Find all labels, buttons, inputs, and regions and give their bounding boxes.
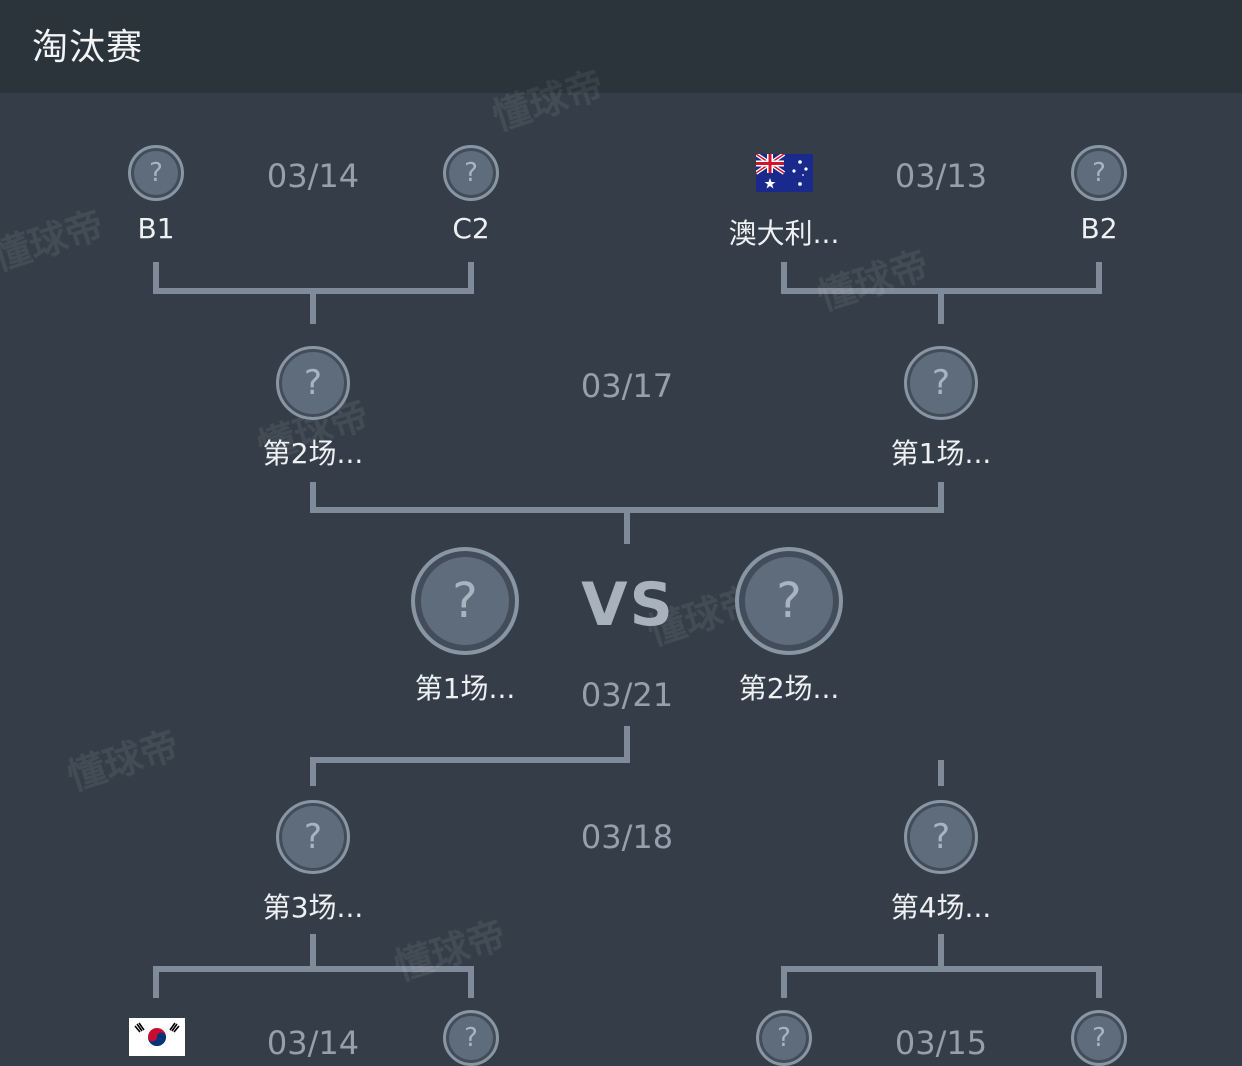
australia-flag-icon[interactable] — [756, 154, 813, 192]
match-date: 03/18 — [580, 818, 674, 856]
final-home-label[interactable]: 第1场... — [414, 672, 516, 705]
unknown-team-icon: ? — [303, 363, 323, 403]
semifinal-top-home-avatar[interactable]: ? — [276, 346, 350, 420]
unknown-team-icon: ? — [931, 817, 951, 857]
unknown-team-icon: ? — [776, 573, 802, 629]
team-b2-avatar[interactable]: ? — [1071, 145, 1127, 201]
vs-label: VS — [581, 570, 675, 640]
unknown-team-icon: ? — [464, 158, 478, 188]
semifinal-bottom-home-label[interactable]: 第3场... — [262, 891, 364, 924]
south-korea-flag-icon[interactable] — [129, 1018, 185, 1056]
semifinal-top-home-label[interactable]: 第2场... — [262, 437, 364, 470]
team-b2-label[interactable]: B2 — [1080, 212, 1118, 245]
team-b1-avatar[interactable]: ? — [128, 145, 184, 201]
connector-r1-top-left — [153, 262, 474, 324]
unknown-team-icon: ? — [1092, 1023, 1106, 1053]
semifinal-top-away-avatar[interactable]: ? — [904, 346, 978, 420]
match-date: 03/21 — [580, 676, 674, 714]
connector-r1-bottom-right — [781, 934, 1102, 998]
unknown-team-icon: ? — [303, 817, 323, 857]
connector-sf-bottom — [310, 726, 944, 786]
round1-bottom-left-away-avatar[interactable]: ? — [443, 1010, 499, 1066]
semifinal-bottom-home-avatar[interactable]: ? — [276, 800, 350, 874]
final-away-label[interactable]: 第2场... — [738, 672, 840, 705]
unknown-team-icon: ? — [931, 363, 951, 403]
team-b1-label[interactable]: B1 — [137, 212, 175, 245]
semifinal-top-away-label[interactable]: 第1场... — [890, 437, 992, 470]
round1-bottom-right-home-avatar[interactable]: ? — [756, 1010, 812, 1066]
unknown-team-icon: ? — [464, 1023, 478, 1053]
round1-bottom-right-away-avatar[interactable]: ? — [1071, 1010, 1127, 1066]
team-c2-label[interactable]: C2 — [452, 212, 490, 245]
match-date: 03/17 — [580, 367, 674, 405]
match-date: 03/13 — [894, 157, 988, 195]
match-date: 03/14 — [266, 157, 360, 195]
unknown-team-icon: ? — [1092, 158, 1106, 188]
team-c2-avatar[interactable]: ? — [443, 145, 499, 201]
final-away-avatar[interactable]: ? — [735, 547, 843, 655]
page-title: 淘汰赛 — [32, 27, 144, 68]
connector-r1-top-right — [781, 262, 1102, 324]
connector-sf-top — [310, 482, 944, 544]
semifinal-bottom-away-label[interactable]: 第4场... — [890, 891, 992, 924]
unknown-team-icon: ? — [149, 158, 163, 188]
team-australia-label[interactable]: 澳大利... — [728, 217, 840, 250]
final-home-avatar[interactable]: ? — [411, 547, 519, 655]
semifinal-bottom-away-avatar[interactable]: ? — [904, 800, 978, 874]
connector-r1-bottom-left — [153, 934, 474, 998]
unknown-team-icon: ? — [777, 1023, 791, 1053]
header-bar: 淘汰赛 — [0, 0, 1242, 93]
match-date: 03/14 — [266, 1024, 360, 1062]
match-date: 03/15 — [894, 1024, 988, 1062]
unknown-team-icon: ? — [452, 573, 478, 629]
